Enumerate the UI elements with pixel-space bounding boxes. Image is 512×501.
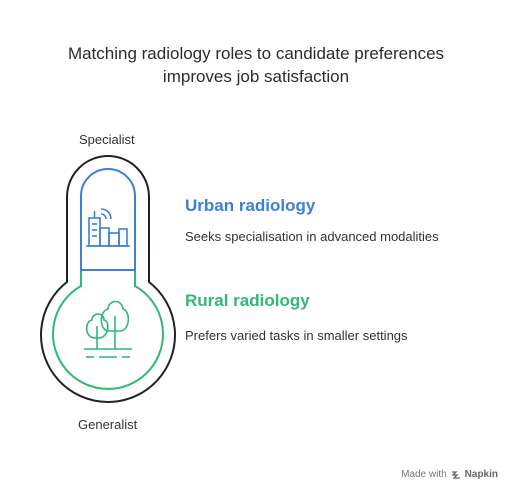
urban-radiology-description: Seeks specialisation in advanced modalit… (185, 229, 439, 244)
footer-brand: Napkin (464, 469, 498, 480)
rural-radiology-title: Rural radiology (185, 291, 310, 310)
axis-top-label: Specialist (79, 132, 135, 147)
napkin-logo-icon (451, 470, 460, 479)
axis-bottom-label: Generalist (78, 417, 138, 432)
city-skyline-icon (86, 208, 130, 247)
footer-prefix: Made with (401, 469, 447, 480)
rural-radiology-description: Prefers varied tasks in smaller settings (185, 328, 408, 343)
title-line-2: improves job satisfaction (162, 67, 350, 86)
urban-radiology-title: Urban radiology (185, 196, 316, 215)
urban-section-outline (80, 168, 136, 271)
title-line-1: Matching radiology roles to candidate pr… (67, 44, 445, 63)
trees-icon (84, 300, 132, 358)
made-with-napkin-badge[interactable]: Made with Napkin (401, 469, 498, 480)
diagram-title: Matching radiology roles to candidate pr… (0, 42, 512, 88)
